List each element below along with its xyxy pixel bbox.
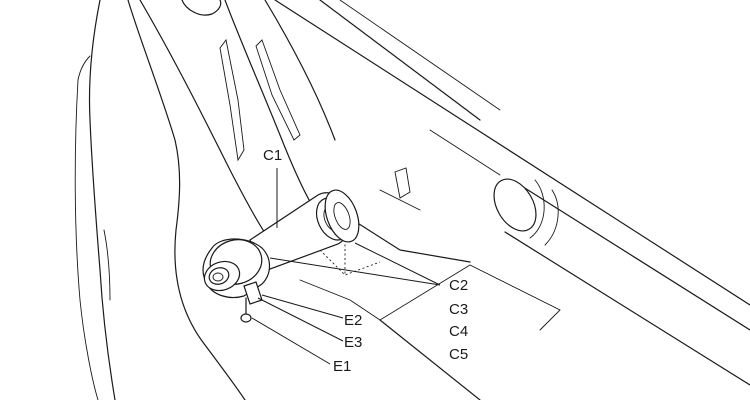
cylinder-upper-edge (274, 0, 750, 306)
far-washer-hole (333, 202, 351, 230)
leader-e1 (251, 317, 331, 365)
leader-c2-a (354, 242, 441, 286)
frame-left-edge (74, 79, 99, 400)
arm-top-edge (264, 0, 336, 141)
callout-c4: C4 (449, 323, 469, 340)
far-washer (324, 189, 360, 243)
rod-lower-edge (504, 231, 750, 386)
callout-e3: E3 (344, 334, 363, 351)
hidden-edge-1 (319, 249, 381, 276)
callout-c3: C3 (449, 301, 469, 318)
callout-c2: C2 (449, 277, 469, 294)
frame-left-curve (77, 55, 91, 81)
callout-e2: E2 (344, 312, 363, 329)
leader-c2-b (269, 257, 441, 286)
cylinder-end-cap (493, 178, 537, 232)
arm-slot-left (219, 38, 245, 162)
bracket-line (379, 189, 421, 211)
base-frame-edge (379, 319, 481, 400)
frame-inner-edge (127, 0, 246, 400)
callout-e1: E1 (333, 358, 352, 375)
cylinder-collar-2 (544, 189, 559, 246)
bracket-tab (394, 167, 411, 199)
base-frame-lower (299, 279, 381, 321)
rod-upper-edge (519, 184, 750, 331)
callout-c1: C1 (263, 147, 283, 164)
pin-bore-inner (212, 272, 224, 282)
frame-crease (103, 229, 111, 301)
arm-cap (181, 0, 222, 16)
cylinder-lower-edge (319, 0, 481, 121)
arm-slot-right (255, 39, 301, 141)
base-frame-top (344, 214, 471, 263)
arm-inner (224, 0, 319, 216)
leader-e3 (257, 297, 344, 342)
leader-e2 (261, 294, 344, 319)
frame-outer-edge (88, 0, 116, 400)
pin-bore (208, 267, 230, 285)
bolt-nut (240, 313, 252, 323)
cylinder-body-top (339, 0, 501, 111)
cylinder-body-mid (429, 129, 501, 176)
callout-c5: C5 (449, 346, 469, 363)
cylinder-collar (529, 179, 545, 239)
base-frame-plate (379, 264, 561, 331)
arm-outer (139, 0, 271, 241)
